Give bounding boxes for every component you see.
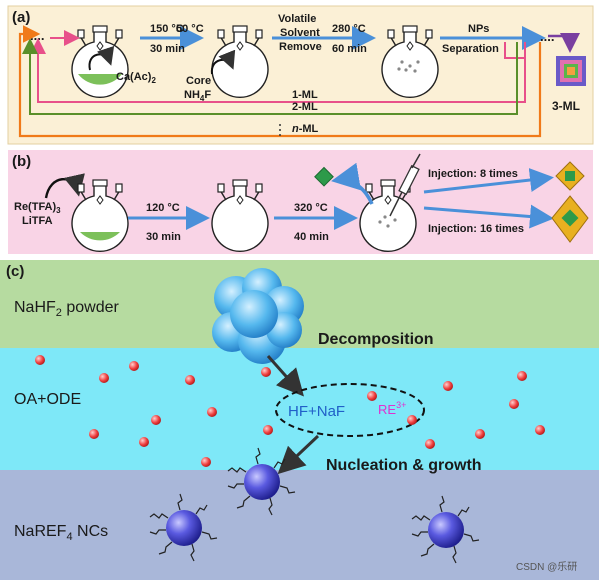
b-step1-temp: 120 °C xyxy=(146,202,180,214)
leading-dots: .... xyxy=(30,28,44,43)
nucleation-label: Nucleation & growth xyxy=(326,457,482,474)
loop-1-line xyxy=(30,38,526,103)
reagent-ca-ac: Ca(Ac)2 xyxy=(116,71,156,85)
decomposition-arrow xyxy=(266,355,304,397)
reagent-re-tfa: Re(TFA)3 xyxy=(14,201,61,215)
flask-b3 xyxy=(359,179,417,253)
product-octahedron-small xyxy=(555,161,585,191)
step5-line1: NPs xyxy=(468,23,489,35)
seed-arrow xyxy=(331,162,374,205)
layer2-label: OA+ODE xyxy=(14,391,81,408)
loop-2-line xyxy=(22,38,518,115)
step1-time: 30 min xyxy=(150,43,185,55)
loop-n-line xyxy=(18,25,542,138)
nahf2-cloud xyxy=(212,268,304,364)
step3-line1: Volatile xyxy=(278,13,316,25)
reagent-core: Core xyxy=(186,75,211,87)
step3-line2: Solvent xyxy=(280,27,320,39)
product-label: 3-ML xyxy=(552,99,580,113)
flask-a1 xyxy=(71,25,129,99)
reagent-arrow-b xyxy=(44,173,85,199)
reagent-arrow-1 xyxy=(88,45,115,71)
b-step1-time: 30 min xyxy=(146,231,181,243)
product-octahedron-large xyxy=(551,195,589,243)
injection-arrow-1 xyxy=(423,168,554,194)
panel-a: (a) .... Ca(Ac)2 Core NH4F 150 °C 30 min… xyxy=(7,5,594,145)
reagent-litfa: LiTFA xyxy=(22,215,53,227)
nanocrystal-1 xyxy=(227,447,296,516)
step3-line3: Remove xyxy=(279,41,322,53)
seed-crystal xyxy=(314,166,334,187)
panel-c-label: (c) xyxy=(6,263,24,280)
flask-b1 xyxy=(71,179,129,253)
step2-temp: 50 °C xyxy=(176,23,204,35)
loop-1-branch xyxy=(504,42,525,59)
nucleation-arrow xyxy=(277,434,320,475)
reagent-nh4f: NH4F xyxy=(184,89,211,103)
nanocrystal-2 xyxy=(149,493,218,562)
loop-n-label: n-ML xyxy=(292,123,319,135)
decomposition-label: Decomposition xyxy=(318,331,434,348)
step4-time: 60 min xyxy=(332,43,367,55)
nanocrystal-3 xyxy=(411,495,480,564)
step1-temp: 150 °C xyxy=(150,23,184,35)
product-arrow xyxy=(548,33,580,53)
trailing-dots: .... xyxy=(540,29,554,44)
reaction-zone xyxy=(275,383,425,437)
watermark: CSDN @乐研 xyxy=(516,561,577,573)
panel-c: (c) NaHF2 powder OA+ODE NaREF4 NCs Decom… xyxy=(0,260,599,580)
step4-temp: 280 °C xyxy=(332,23,366,35)
injection-2-label: Injection: 16 times xyxy=(428,223,524,235)
layer1-label: NaHF2 powder xyxy=(14,299,120,319)
syringe xyxy=(389,153,421,217)
re-ion-label: RE3+ xyxy=(378,400,406,417)
loop-2-label: 2-ML xyxy=(292,101,318,113)
reagent-arrow-2 xyxy=(210,49,236,75)
panel-a-label: (a) xyxy=(12,9,30,26)
flask-a2 xyxy=(211,25,269,99)
layer-naref4 xyxy=(0,470,599,580)
b-step2-temp: 320 °C xyxy=(294,202,328,214)
loop-1-label: 1-ML xyxy=(292,89,318,101)
red-ions xyxy=(35,355,545,467)
flask-b2 xyxy=(211,179,269,253)
injection-1-label: Injection: 8 times xyxy=(428,168,518,180)
step5-line2: Separation xyxy=(442,43,499,55)
b-step2-time: 40 min xyxy=(294,231,329,243)
panel-b: (b) Re(TFA)3 LiTFA 120 °C 30 min 320 °C … xyxy=(8,150,593,254)
flask-a3 xyxy=(381,25,439,99)
panel-b-label: (b) xyxy=(12,153,31,170)
layer3-label: NaREF4 NCs xyxy=(14,523,108,543)
hf-naf-label: HF+NaF xyxy=(288,403,345,420)
injection-arrow-2 xyxy=(423,204,554,229)
